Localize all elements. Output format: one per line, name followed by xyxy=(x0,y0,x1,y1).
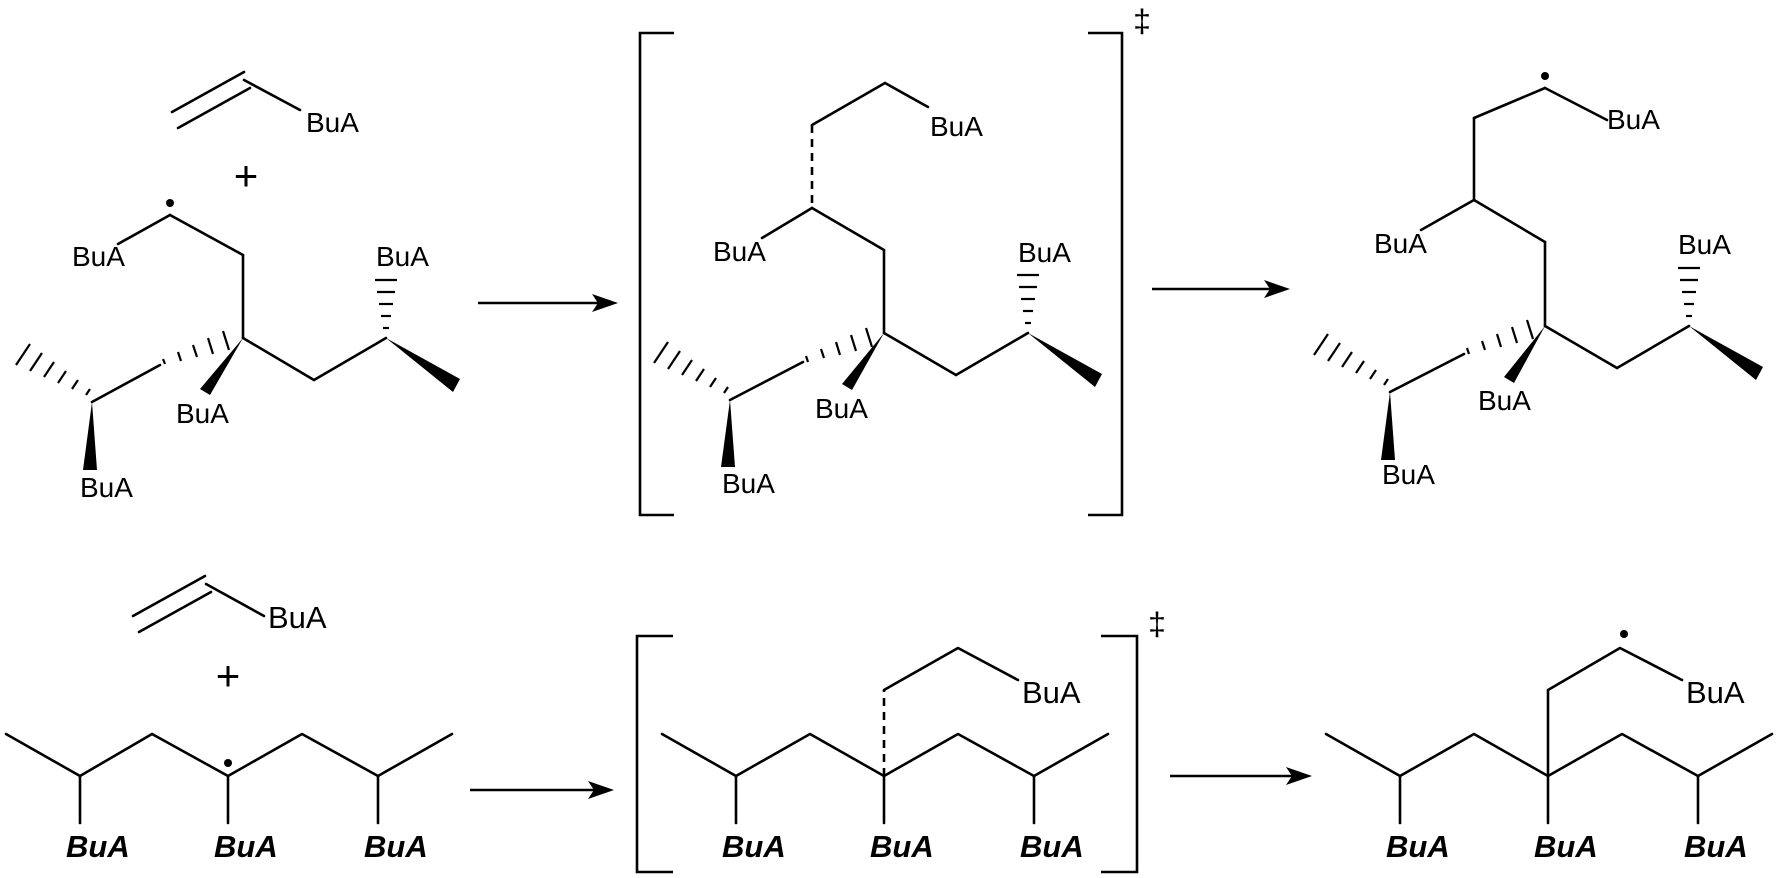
p-hash-3 xyxy=(1313,333,1389,386)
bua-label: BuA xyxy=(870,829,934,864)
bottom-ts-mark: ‡ xyxy=(1148,606,1166,642)
bua-label: BuA xyxy=(930,111,983,142)
bottom-reactant-radical: BuA BuA BuA xyxy=(4,732,454,864)
top-monomer: BuA xyxy=(170,70,359,138)
bua-label: BuA xyxy=(722,468,775,499)
bottom-arrow-1 xyxy=(470,781,614,799)
top-r-hash-2 xyxy=(375,278,397,330)
bua-label: BuA xyxy=(72,241,125,272)
ts-hash-3 xyxy=(653,341,729,394)
bottom-product-radical: BuA BuA BuA BuA xyxy=(1324,630,1774,864)
top-ts-bracket xyxy=(638,31,1124,517)
bua-label: BuA xyxy=(1020,829,1084,864)
bua-label: BuA xyxy=(1382,459,1435,490)
ts-hash-1 xyxy=(804,327,874,363)
top-product-radical: BuA BuA BuA BuA BuA xyxy=(1313,72,1763,490)
top-arrow-1 xyxy=(478,294,618,312)
radical-dot xyxy=(166,199,174,207)
bottom-arrow-2 xyxy=(1170,767,1312,785)
top-r-hash-1 xyxy=(161,330,231,365)
top-plus-sign: + xyxy=(234,152,259,199)
bua-label: BuA xyxy=(713,236,766,267)
bua-label: BuA xyxy=(80,472,133,503)
top-reactant-radical: BuA BuA BuA BuA xyxy=(15,199,460,503)
top-monomer-label: BuA xyxy=(306,107,359,138)
radical-dot xyxy=(1620,630,1628,638)
bua-label: BuA xyxy=(1022,675,1081,710)
top-ts-structure: BuA BuA BuA BuA BuA xyxy=(653,81,1102,499)
bua-label: BuA xyxy=(1607,104,1660,135)
bua-label: BuA xyxy=(1534,829,1598,864)
top-arrow-2 xyxy=(1152,280,1290,298)
bottom-ts-bracket xyxy=(635,634,1139,874)
p-hash-2 xyxy=(1678,266,1700,318)
bua-label: BuA xyxy=(1018,237,1071,268)
bottom-monomer: BuA xyxy=(131,574,327,635)
bottom-monomer-label: BuA xyxy=(268,600,327,635)
p-hash-1 xyxy=(1465,319,1535,355)
bua-label: BuA xyxy=(176,398,229,429)
radical-dot xyxy=(1541,72,1549,80)
top-ts-mark: ‡ xyxy=(1133,3,1151,39)
bua-label: BuA xyxy=(1686,675,1745,710)
top-r-hash-3 xyxy=(15,343,91,396)
bua-label: BuA xyxy=(722,829,786,864)
bua-label: BuA xyxy=(1684,829,1748,864)
radical-dot xyxy=(224,759,232,767)
bua-label: BuA xyxy=(376,241,429,272)
bua-label: BuA xyxy=(1386,829,1450,864)
bua-label: BuA xyxy=(1374,228,1427,259)
bua-label: BuA xyxy=(1678,229,1731,260)
bua-label: BuA xyxy=(66,829,130,864)
bottom-ts-structure: BuA BuA BuA BuA xyxy=(660,646,1110,864)
bottom-plus-sign: + xyxy=(216,652,241,699)
bua-label: BuA xyxy=(364,829,428,864)
ts-hash-2 xyxy=(1017,273,1039,325)
bua-label: BuA xyxy=(214,829,278,864)
bua-label: BuA xyxy=(1478,385,1531,416)
bua-label: BuA xyxy=(815,393,868,424)
